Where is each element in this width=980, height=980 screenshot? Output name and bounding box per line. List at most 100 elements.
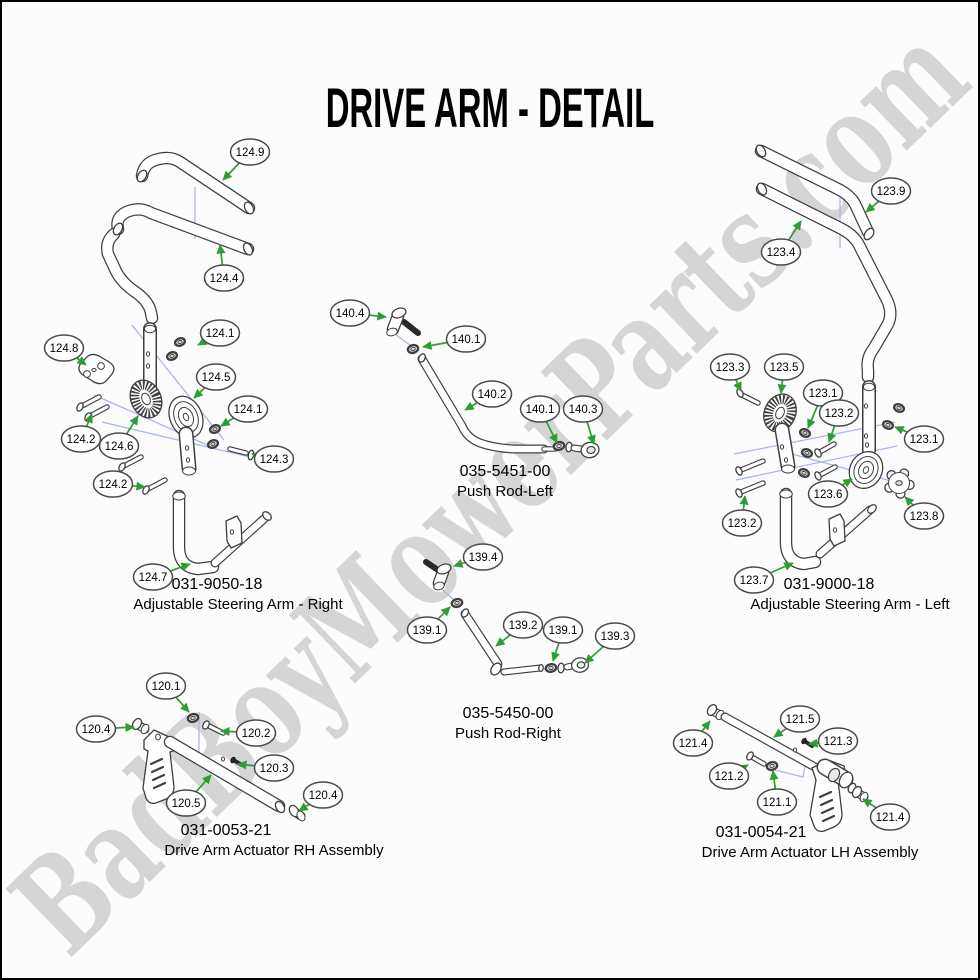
callout-124.1[interactable]: 124.1 [197,319,241,347]
callout-arrow [787,220,802,241]
callout-arrow [175,696,190,713]
callout-120.5[interactable]: 120.5 [165,774,212,817]
callout-label: 124.6 [105,441,134,453]
callout-oval [253,445,295,473]
callout-123.1[interactable]: 123.1 [894,425,945,453]
callout-120.2[interactable]: 120.2 [220,719,277,747]
adjustable-steering-arm-right-drawing [76,151,272,576]
part-number: 035-5450-00 [462,705,554,722]
callout-label: 120.1 [152,681,181,693]
callout-oval [672,729,714,757]
callout-arrow [733,379,742,392]
push-rod-left-drawing [386,307,600,459]
callout-arrow [739,495,749,511]
callout-120.4[interactable]: 120.4 [75,715,135,743]
callout-123.9[interactable]: 123.9 [865,177,912,213]
callout-123.6[interactable]: 123.6 [807,478,853,508]
callout-label: 140.1 [526,404,555,416]
callout-arrow [464,401,478,411]
callout-label: 124.7 [139,572,168,584]
callout-121.2[interactable]: 121.2 [708,762,750,790]
callout-arrow [84,413,93,427]
callout-139.4[interactable]: 139.4 [453,543,504,571]
callout-124.4[interactable]: 124.4 [203,244,245,292]
callout-124.7[interactable]: 124.7 [132,562,191,591]
callout-arrow [827,425,837,443]
callout-arrow [701,720,711,732]
callout-121.4[interactable]: 121.4 [862,798,911,831]
callout-124.8[interactable]: 124.8 [43,334,87,366]
callout-123.8[interactable]: 123.8 [903,496,945,530]
callout-123.1[interactable]: 123.1 [802,379,844,429]
callout-oval [92,470,134,498]
callout-123.3[interactable]: 123.3 [709,353,751,392]
callout-140.1[interactable]: 140.1 [422,325,487,353]
callout-label: 120.3 [260,763,289,775]
callout-123.2[interactable]: 123.2 [818,399,860,443]
callout-arrow [220,417,235,427]
callout-oval [471,380,513,408]
callout-label: 120.5 [172,798,201,810]
callout-oval [763,353,805,381]
callout-arrow [125,415,139,435]
callout-124.2[interactable]: 124.2 [60,413,102,453]
callout-120.4[interactable]: 120.4 [298,781,344,812]
push-rod-right-drawing [423,559,590,676]
part-number: 035-5451-00 [459,463,551,480]
part-number: 031-9050-18 [171,576,263,593]
callout-123.4[interactable]: 123.4 [760,220,802,266]
callout-140.2[interactable]: 140.2 [464,380,513,411]
callout-139.1[interactable]: 139.1 [542,616,584,662]
callout-label: 139.2 [509,620,538,632]
callout-124.5[interactable]: 124.5 [193,363,237,399]
callout-140.1[interactable]: 140.1 [519,395,561,444]
callout-139.3[interactable]: 139.3 [584,622,636,664]
callout-123.2[interactable]: 123.2 [721,495,763,537]
callout-arrow [369,311,387,321]
callout-123.7[interactable]: 123.7 [733,562,794,594]
callout-140.3[interactable]: 140.3 [562,395,604,445]
callout-arrow [195,774,212,793]
callout-121.1[interactable]: 121.1 [756,770,798,816]
callout-arrow [76,356,87,366]
callout-arrow [220,727,237,736]
callout-label: 120.2 [242,728,271,740]
callout-139.2[interactable]: 139.2 [495,611,544,647]
callout-label: 139.4 [469,552,498,564]
callout-arrow [807,405,819,429]
callout-arrow [216,244,226,266]
callout-124.1[interactable]: 124.1 [220,395,269,427]
callout-arrow [453,559,466,568]
callout-label: 121.4 [679,738,708,750]
callout-120.3[interactable]: 120.3 [237,754,295,782]
callout-label: 124.2 [99,479,128,491]
callout-124.6[interactable]: 124.6 [98,415,140,460]
callout-arrow [586,421,596,445]
callout-140.4[interactable]: 140.4 [329,299,387,327]
callout-label: 124.1 [234,404,263,416]
callout-121.3[interactable]: 121.3 [808,727,859,755]
callout-121.5[interactable]: 121.5 [773,705,821,738]
callout-oval [807,480,849,508]
callout-oval [760,238,802,266]
callout-label: 140.2 [478,389,507,401]
callout-oval [562,395,604,423]
callout-oval [733,566,775,594]
callout-arrow [841,478,853,488]
callout-123.5[interactable]: 123.5 [763,353,805,394]
callout-121.4[interactable]: 121.4 [672,720,714,757]
callout-label: 124.5 [202,372,231,384]
callout-139.1[interactable]: 139.1 [406,606,451,644]
callout-label: 124.3 [260,454,289,466]
callout-arrow [584,645,604,664]
callout-124.9[interactable]: 124.9 [222,138,271,181]
callout-label: 124.4 [210,273,239,285]
callout-label: 123.4 [767,247,796,259]
callout-oval [519,395,561,423]
callout-oval [594,622,636,650]
callout-120.1[interactable]: 120.1 [145,672,190,713]
callout-label: 121.1 [763,797,792,809]
callout-124.3[interactable]: 124.3 [251,445,295,473]
callout-arrow [437,606,451,620]
callout-124.2[interactable]: 124.2 [92,470,146,498]
